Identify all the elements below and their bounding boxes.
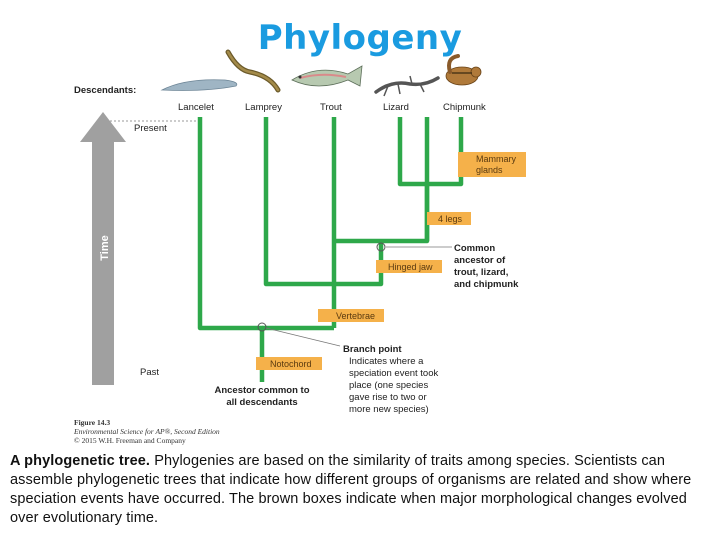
trait-box-vertebrae: Vertebrae bbox=[318, 309, 384, 322]
taxon-label-lizard: Lizard bbox=[383, 102, 409, 113]
svg-text:Hinged jaw: Hinged jaw bbox=[388, 262, 433, 272]
time-axis-label: Time bbox=[99, 235, 111, 260]
trait-box-hinged-jaw: Hinged jaw bbox=[376, 260, 442, 273]
tree-branches bbox=[197, 117, 464, 382]
svg-text:© 2015 W.H. Freeman and Compan: © 2015 W.H. Freeman and Company bbox=[74, 436, 186, 445]
common-ancestor-node bbox=[376, 242, 386, 252]
time-present-label: Present bbox=[134, 123, 167, 134]
taxon-label-trout: Trout bbox=[320, 102, 342, 113]
svg-text:Notochord: Notochord bbox=[270, 359, 312, 369]
svg-text:Ancestor common to: Ancestor common to bbox=[214, 385, 309, 396]
caption-body: Phylogenies are based on the similarity … bbox=[10, 453, 692, 526]
svg-text:ancestor of: ancestor of bbox=[454, 255, 506, 266]
root-ancestor-note: Ancestor common to all descendants bbox=[214, 385, 309, 408]
time-past-label: Past bbox=[140, 367, 159, 378]
phylogenetic-tree-diagram: Descendants: Lancelet Lamprey Trout Liza… bbox=[73, 49, 526, 445]
svg-text:glands: glands bbox=[476, 165, 503, 175]
svg-text:all descendants: all descendants bbox=[226, 397, 297, 408]
lancelet-illustration bbox=[160, 79, 238, 91]
common-ancestor-note: Common ancestor of trout, lizard, and ch… bbox=[454, 243, 519, 290]
caption-lead: A phylogenetic tree. bbox=[10, 453, 151, 469]
taxon-label-lancelet: Lancelet bbox=[178, 102, 214, 113]
svg-text:Figure 14.3: Figure 14.3 bbox=[74, 418, 110, 427]
taxon-label-chipmunk: Chipmunk bbox=[443, 102, 486, 113]
svg-text:Environmental Science for AP®,: Environmental Science for AP®, Second Ed… bbox=[73, 427, 220, 436]
descendants-label: Descendants: bbox=[74, 85, 136, 96]
trait-box-notochord: Notochord bbox=[256, 357, 322, 370]
svg-text:Indicates where a: Indicates where a bbox=[349, 356, 424, 367]
branch-point-note: Branch point Indicates where a speciatio… bbox=[343, 344, 439, 415]
branch-point-node bbox=[257, 322, 267, 332]
svg-text:Common: Common bbox=[454, 243, 495, 254]
svg-text:Mammary: Mammary bbox=[476, 154, 516, 164]
svg-text:Branch point: Branch point bbox=[343, 344, 402, 355]
lamprey-illustration bbox=[225, 49, 281, 93]
figure-credit: Figure 14.3 Environmental Science for AP… bbox=[73, 418, 220, 445]
svg-text:speciation event took: speciation event took bbox=[349, 368, 439, 379]
taxon-label-lamprey: Lamprey bbox=[245, 102, 282, 113]
lizard-illustration bbox=[374, 75, 440, 97]
figure-caption: A phylogenetic tree. Phylogenies are bas… bbox=[10, 452, 710, 528]
svg-text:and chipmunk: and chipmunk bbox=[454, 279, 519, 290]
trout-illustration bbox=[291, 65, 363, 87]
svg-text:trout, lizard,: trout, lizard, bbox=[454, 267, 508, 278]
svg-text:Vertebrae: Vertebrae bbox=[336, 311, 375, 321]
page-title: Phylogeny bbox=[257, 18, 463, 58]
time-arrow: Time bbox=[80, 112, 126, 385]
chipmunk-illustration bbox=[445, 54, 482, 86]
branch-point-pointer-line bbox=[265, 327, 341, 347]
svg-text:place (one species: place (one species bbox=[349, 380, 428, 391]
trait-box-4-legs: 4 legs bbox=[427, 212, 471, 225]
trait-box-mammary-glands: Mammary glands bbox=[458, 152, 526, 177]
svg-text:4 legs: 4 legs bbox=[438, 214, 463, 224]
svg-text:gave rise to two or: gave rise to two or bbox=[349, 392, 427, 403]
svg-text:more new species): more new species) bbox=[349, 404, 429, 415]
